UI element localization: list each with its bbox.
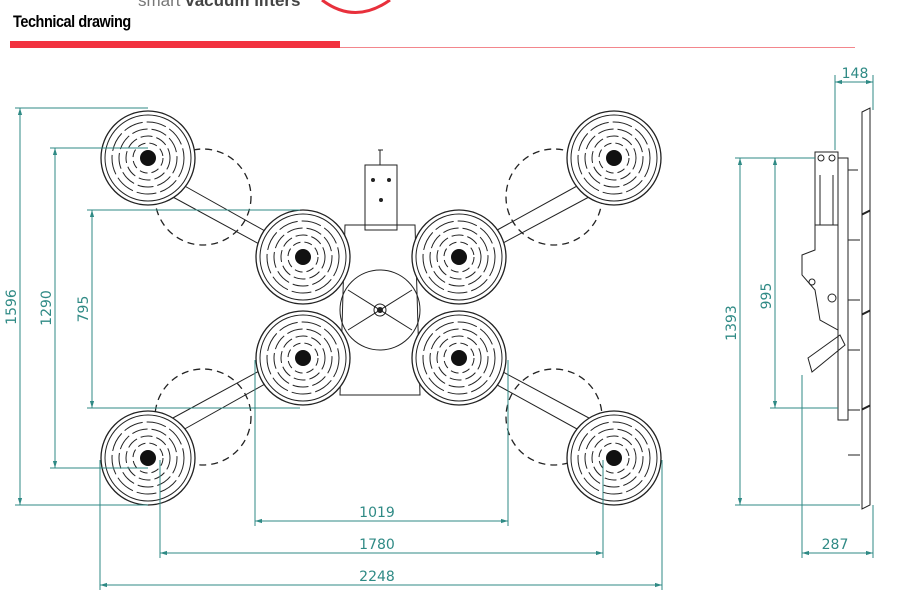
dim-label-1393: 1393 xyxy=(724,305,740,341)
brand-logo-text: smart vacuum lifters xyxy=(138,0,301,10)
dim-label-1019: 1019 xyxy=(359,505,395,521)
suction-pad xyxy=(566,410,662,506)
dim-label-1596: 1596 xyxy=(4,289,20,325)
front-view xyxy=(100,110,662,506)
dim-label-287: 287 xyxy=(822,537,849,553)
page-title: Technical drawing xyxy=(13,12,131,31)
brand-logo-arc xyxy=(321,0,391,14)
suction-pad xyxy=(411,310,507,406)
side-arm xyxy=(807,334,846,373)
suction-pad xyxy=(411,209,507,305)
dim-label-995: 995 xyxy=(759,283,775,310)
dim-label-795: 795 xyxy=(76,296,92,323)
suction-pad xyxy=(255,209,351,305)
suction-pad xyxy=(566,110,662,206)
dimension-lines: 1596 1290 795 1019 1780 2248 148 1393 99… xyxy=(4,66,874,590)
dim-label-148: 148 xyxy=(842,66,869,82)
side-view xyxy=(801,107,871,510)
suction-pad xyxy=(255,310,351,406)
dim-label-1780: 1780 xyxy=(359,537,395,553)
dim-label-1290: 1290 xyxy=(39,290,55,326)
dim-label-2248: 2248 xyxy=(359,569,395,585)
rotary-hub xyxy=(339,269,421,351)
suction-pad xyxy=(100,410,196,506)
side-pads xyxy=(861,107,871,510)
lifting-bracket xyxy=(364,149,398,231)
title-underline-accent xyxy=(10,41,340,48)
suction-pad xyxy=(100,110,196,206)
title-underline-rule xyxy=(340,47,855,48)
